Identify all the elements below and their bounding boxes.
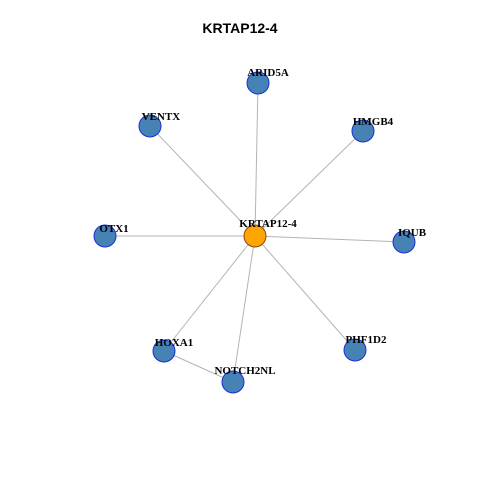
edge-center-arid5a: [254, 82, 259, 237]
edge-center-iqub: [254, 235, 405, 243]
node-label-notch2nl: NOTCH2NL: [214, 365, 275, 377]
edge-center-notch2nl: [232, 235, 256, 383]
node-notch2nl: [221, 370, 245, 394]
node-label-otx1: OTX1: [99, 223, 128, 235]
node-hmgb4: [351, 119, 375, 143]
node-iqub: [392, 230, 416, 254]
node-label-arid5a: ARID5A: [247, 67, 289, 79]
node-label-ventx: VENTX: [142, 111, 181, 123]
node-phf1d2: [343, 338, 367, 362]
node-label-phf1d2: PHF1D2: [346, 334, 387, 346]
graph-title: KRTAP12-4: [202, 20, 278, 36]
node-hoxa1: [152, 339, 176, 363]
node-arid5a: [246, 71, 270, 95]
node-ventx: [138, 114, 162, 138]
node-label-iqub: IQUB: [398, 227, 427, 239]
edge-center-ventx: [149, 125, 256, 237]
node-label-center: KRTAP12-4: [239, 218, 297, 230]
node-otx1: [93, 224, 117, 248]
node-label-hmgb4: HMGB4: [353, 116, 394, 128]
edge-center-hoxa1: [163, 235, 256, 352]
edge-hoxa1-notch2nl: [163, 350, 234, 383]
node-label-hoxa1: HOXA1: [155, 337, 194, 349]
node-center: [243, 224, 267, 248]
edge-center-phf1d2: [254, 235, 356, 351]
edge-center-hmgb4: [254, 130, 364, 237]
